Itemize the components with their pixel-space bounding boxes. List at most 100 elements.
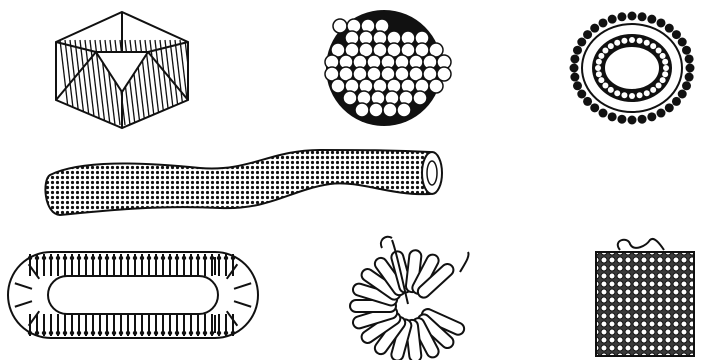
ring-bead [644,40,650,46]
spike-head [35,331,39,335]
icosahedral-capsid-icon [56,12,195,128]
spike-head [154,256,158,260]
spike-head [196,331,200,335]
spike-head [77,256,81,260]
envelope-spike [570,73,579,82]
envelope-spike [678,90,687,99]
ring-bead [637,92,643,98]
ring-bead [629,93,635,99]
envelope-spike [608,15,617,24]
spike-head [112,331,116,335]
ring-bead [629,37,635,43]
spike-head [140,331,144,335]
envelope-spike [685,73,694,82]
ring-bead [621,92,627,98]
envelope-spike [599,109,608,118]
envelope-spike [573,81,582,90]
spike-head [182,331,186,335]
capsomere [413,91,427,105]
spike-head [91,331,95,335]
bullet-spike [15,301,32,307]
ring-bead [650,43,656,49]
spike-head [217,331,221,335]
envelope-spike [577,38,586,47]
spike-head [147,331,151,335]
envelope-spike [672,30,681,39]
spike-head [161,256,165,260]
bullet-envelope-section-icon [8,252,258,338]
spike-head [147,256,151,260]
hatch-line [175,40,185,125]
hatch-line [170,40,180,125]
spike-head [175,331,179,335]
ring-bead [598,53,604,59]
spike-head [112,256,116,260]
ring-bead [621,38,627,44]
capsomere [355,103,369,117]
capsomere [343,91,357,105]
filamentous-helical-icon [45,150,442,215]
spike-head [98,256,102,260]
spike-head [105,256,109,260]
spike-head [28,256,32,260]
ring-bead [662,71,668,77]
spike-head [203,331,207,335]
envelope-spike [647,112,656,121]
ring-bead [650,87,656,93]
spike-head [42,256,46,260]
spike-head [63,331,67,335]
spike-head [133,256,137,260]
spike-head [70,331,74,335]
ring-bead [656,48,662,54]
spike-head [168,256,172,260]
hatch-line [150,40,160,125]
bullet-spike [234,283,251,289]
ring-bead [637,38,643,44]
envelope-spike [617,12,626,21]
spike-head [42,331,46,335]
bullet-spike [15,283,32,289]
spike-head [224,331,228,335]
spike-head [189,331,193,335]
envelope-spike [628,116,637,125]
envelope-spike [583,97,592,106]
envelope-spike [573,46,582,55]
envelope-spike [599,18,608,27]
envelope-spike [628,12,637,21]
spike-head [70,256,74,260]
spike-head [84,256,88,260]
spike-head [133,331,137,335]
spike-head [231,331,235,335]
ring-bead [644,90,650,96]
spike-head [175,256,179,260]
coiled-ribbon-nucleocapsid-icon [356,237,469,356]
spike-head [203,256,207,260]
spike-head [217,256,221,260]
spike-head [196,256,200,260]
ring-bead [595,65,601,71]
spike-head [91,256,95,260]
capsomere [397,103,411,117]
spike-head [210,256,214,260]
ring-bead [602,82,608,88]
ribbon-segments [356,256,458,356]
spike-head [210,331,214,335]
ring-bead [608,43,614,49]
spike-head [119,256,123,260]
envelope-spike [590,103,599,112]
ring-bead [663,65,669,71]
spike-head [154,331,158,335]
spike-head [161,331,165,335]
envelope-spike [672,97,681,106]
spike-head [231,256,235,260]
envelope-spike [682,46,691,55]
hatch-line [185,40,195,125]
ring-core [604,46,660,90]
envelope-spike [583,30,592,39]
envelope-spike [570,54,579,63]
bullet-spikes [15,254,251,336]
ring-bead [598,77,604,83]
spike-head [140,256,144,260]
envelope-spike [570,64,579,73]
spike-head [126,256,130,260]
